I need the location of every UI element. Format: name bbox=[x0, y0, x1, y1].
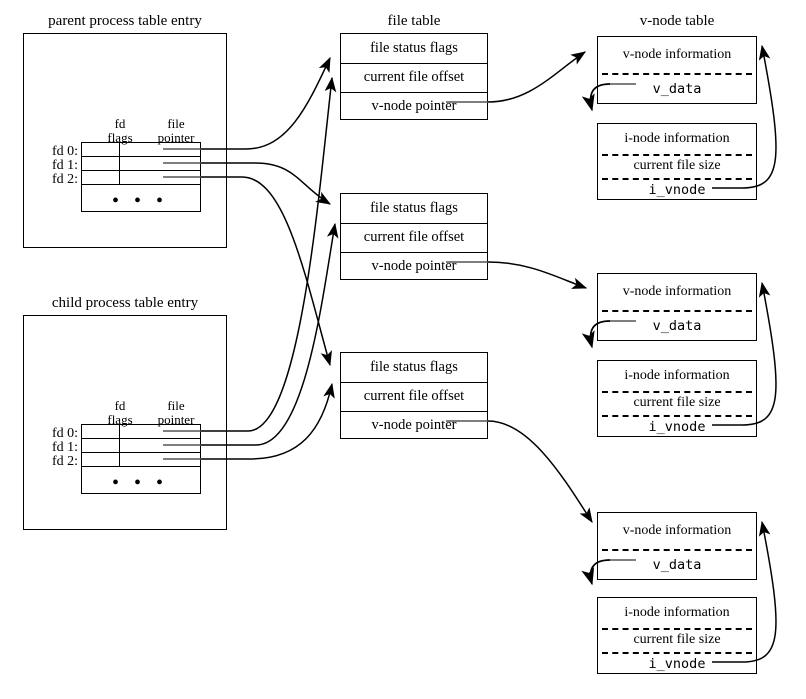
file-table-entry-2: file status flags current file offset v-… bbox=[340, 193, 488, 280]
fd-flags-line2: flags bbox=[107, 129, 133, 145]
child-file-pointer-header: file pointer bbox=[142, 399, 210, 426]
inode-2-ivnode: i_vnode bbox=[648, 418, 706, 435]
vnode-3-dashed-sep bbox=[602, 549, 752, 551]
file-table-2-sep-0 bbox=[341, 223, 487, 224]
file-table-1-row-2: v-node pointer bbox=[371, 98, 457, 114]
inode-2-dashed-sep-1 bbox=[602, 415, 752, 417]
parent-fd-row-2 bbox=[82, 171, 200, 185]
parent-process-title: parent process table entry bbox=[48, 13, 202, 29]
file-table-entry-1: file status flags current file offset v-… bbox=[340, 33, 488, 120]
parent-fd-row-1 bbox=[82, 157, 200, 171]
vnode-2-dashed-sep bbox=[602, 310, 752, 312]
inode-3-information: i-node information bbox=[624, 605, 730, 620]
parent-fd-label-0: fd 0: bbox=[51, 144, 78, 159]
child-fd-label-0: fd 0: bbox=[51, 426, 78, 441]
file-table-2-row-0: file status flags bbox=[370, 200, 458, 216]
child-fd-label-1: fd 1: bbox=[51, 440, 78, 455]
file-table-title: file table bbox=[387, 13, 441, 29]
parent-fd-label-2: fd 2: bbox=[51, 172, 78, 187]
inode-1-information: i-node information bbox=[624, 131, 730, 146]
vnode-box-3: v-node information v_data bbox=[597, 512, 757, 580]
vnode-2-information: v-node information bbox=[622, 284, 732, 299]
child-fd-row-2 bbox=[82, 453, 200, 467]
inode-box-3: i-node information current file size i_v… bbox=[597, 597, 757, 674]
inode-1-current-file-size: current file size bbox=[633, 158, 721, 173]
file-table-2-row-2: v-node pointer bbox=[371, 258, 457, 274]
child-fd-label-2: fd 2: bbox=[51, 454, 78, 469]
file-pointer-line2: pointer bbox=[157, 129, 195, 145]
inode-3-ivnode: i_vnode bbox=[648, 655, 706, 672]
file-table-3-sep-1 bbox=[341, 411, 487, 412]
inode-1-dashed-sep-0 bbox=[602, 154, 752, 156]
vnode-box-2: v-node information v_data bbox=[597, 273, 757, 341]
arrow-file3-to-vnode3 bbox=[487, 420, 593, 524]
inode-2-current-file-size: current file size bbox=[633, 395, 721, 410]
file-table-entry-3: file status flags current file offset v-… bbox=[340, 352, 488, 439]
child-fd-column-divider bbox=[119, 425, 120, 467]
vnode-1-vdata: v_data bbox=[652, 81, 702, 97]
inode-box-2: i-node information current file size i_v… bbox=[597, 360, 757, 437]
inode-2-dashed-sep-0 bbox=[602, 391, 752, 393]
vnode-box-1: v-node information v_data bbox=[597, 36, 757, 104]
file-table-2-row-1: current file offset bbox=[363, 229, 465, 245]
vnode-3-information: v-node information bbox=[622, 523, 732, 538]
inode-3-dashed-sep-0 bbox=[602, 628, 752, 630]
file-table-3-row-2: v-node pointer bbox=[371, 417, 457, 433]
child-fd-row-0 bbox=[82, 425, 200, 439]
vnode-2-vdata: v_data bbox=[652, 318, 702, 334]
fd-flags-line2: flags bbox=[107, 411, 133, 427]
file-pointer-line1: file bbox=[167, 116, 185, 131]
arrow-file2-to-vnode2 bbox=[487, 261, 588, 289]
file-table-1-row-1: current file offset bbox=[363, 69, 465, 85]
vnode-1-information: v-node information bbox=[622, 47, 732, 62]
file-table-1-sep-0 bbox=[341, 63, 487, 64]
child-process-title: child process table entry bbox=[51, 295, 199, 311]
file-table-3-row-1: current file offset bbox=[363, 388, 465, 404]
inode-box-1: i-node information current file size i_v… bbox=[597, 123, 757, 200]
child-fd-ellipsis: • • • bbox=[112, 472, 169, 494]
inode-2-information: i-node information bbox=[624, 368, 730, 383]
vnode-table-title: v-node table bbox=[639, 13, 715, 29]
arrow-file1-to-vnode1 bbox=[487, 51, 586, 103]
parent-fd-ellipsis: • • • bbox=[112, 190, 169, 212]
child-fd-row-1 bbox=[82, 439, 200, 453]
child-fd-flags-header: fd flags bbox=[94, 399, 146, 426]
file-table-1-sep-1 bbox=[341, 92, 487, 93]
file-table-3-sep-0 bbox=[341, 382, 487, 383]
inode-3-dashed-sep-1 bbox=[602, 652, 752, 654]
child-fd-table: • • • bbox=[81, 424, 201, 494]
parent-fd-column-divider bbox=[119, 143, 120, 185]
vnode-1-dashed-sep bbox=[602, 73, 752, 75]
fd-flags-line1: fd bbox=[114, 116, 126, 131]
parent-fd-row-0 bbox=[82, 143, 200, 157]
parent-fd-table: • • • bbox=[81, 142, 201, 212]
parent-fd-flags-header: fd flags bbox=[94, 117, 146, 144]
file-pointer-line2: pointer bbox=[157, 411, 195, 427]
vnode-3-vdata: v_data bbox=[652, 557, 702, 573]
fd-flags-line1: fd bbox=[114, 398, 126, 413]
file-table-2-sep-1 bbox=[341, 252, 487, 253]
inode-3-current-file-size: current file size bbox=[633, 632, 721, 647]
inode-1-ivnode: i_vnode bbox=[648, 181, 706, 198]
file-pointer-line1: file bbox=[167, 398, 185, 413]
inode-1-dashed-sep-1 bbox=[602, 178, 752, 180]
file-table-3-row-0: file status flags bbox=[370, 359, 458, 375]
file-table-1-row-0: file status flags bbox=[370, 40, 458, 56]
parent-fd-label-1: fd 1: bbox=[51, 158, 78, 173]
parent-file-pointer-header: file pointer bbox=[142, 117, 210, 144]
